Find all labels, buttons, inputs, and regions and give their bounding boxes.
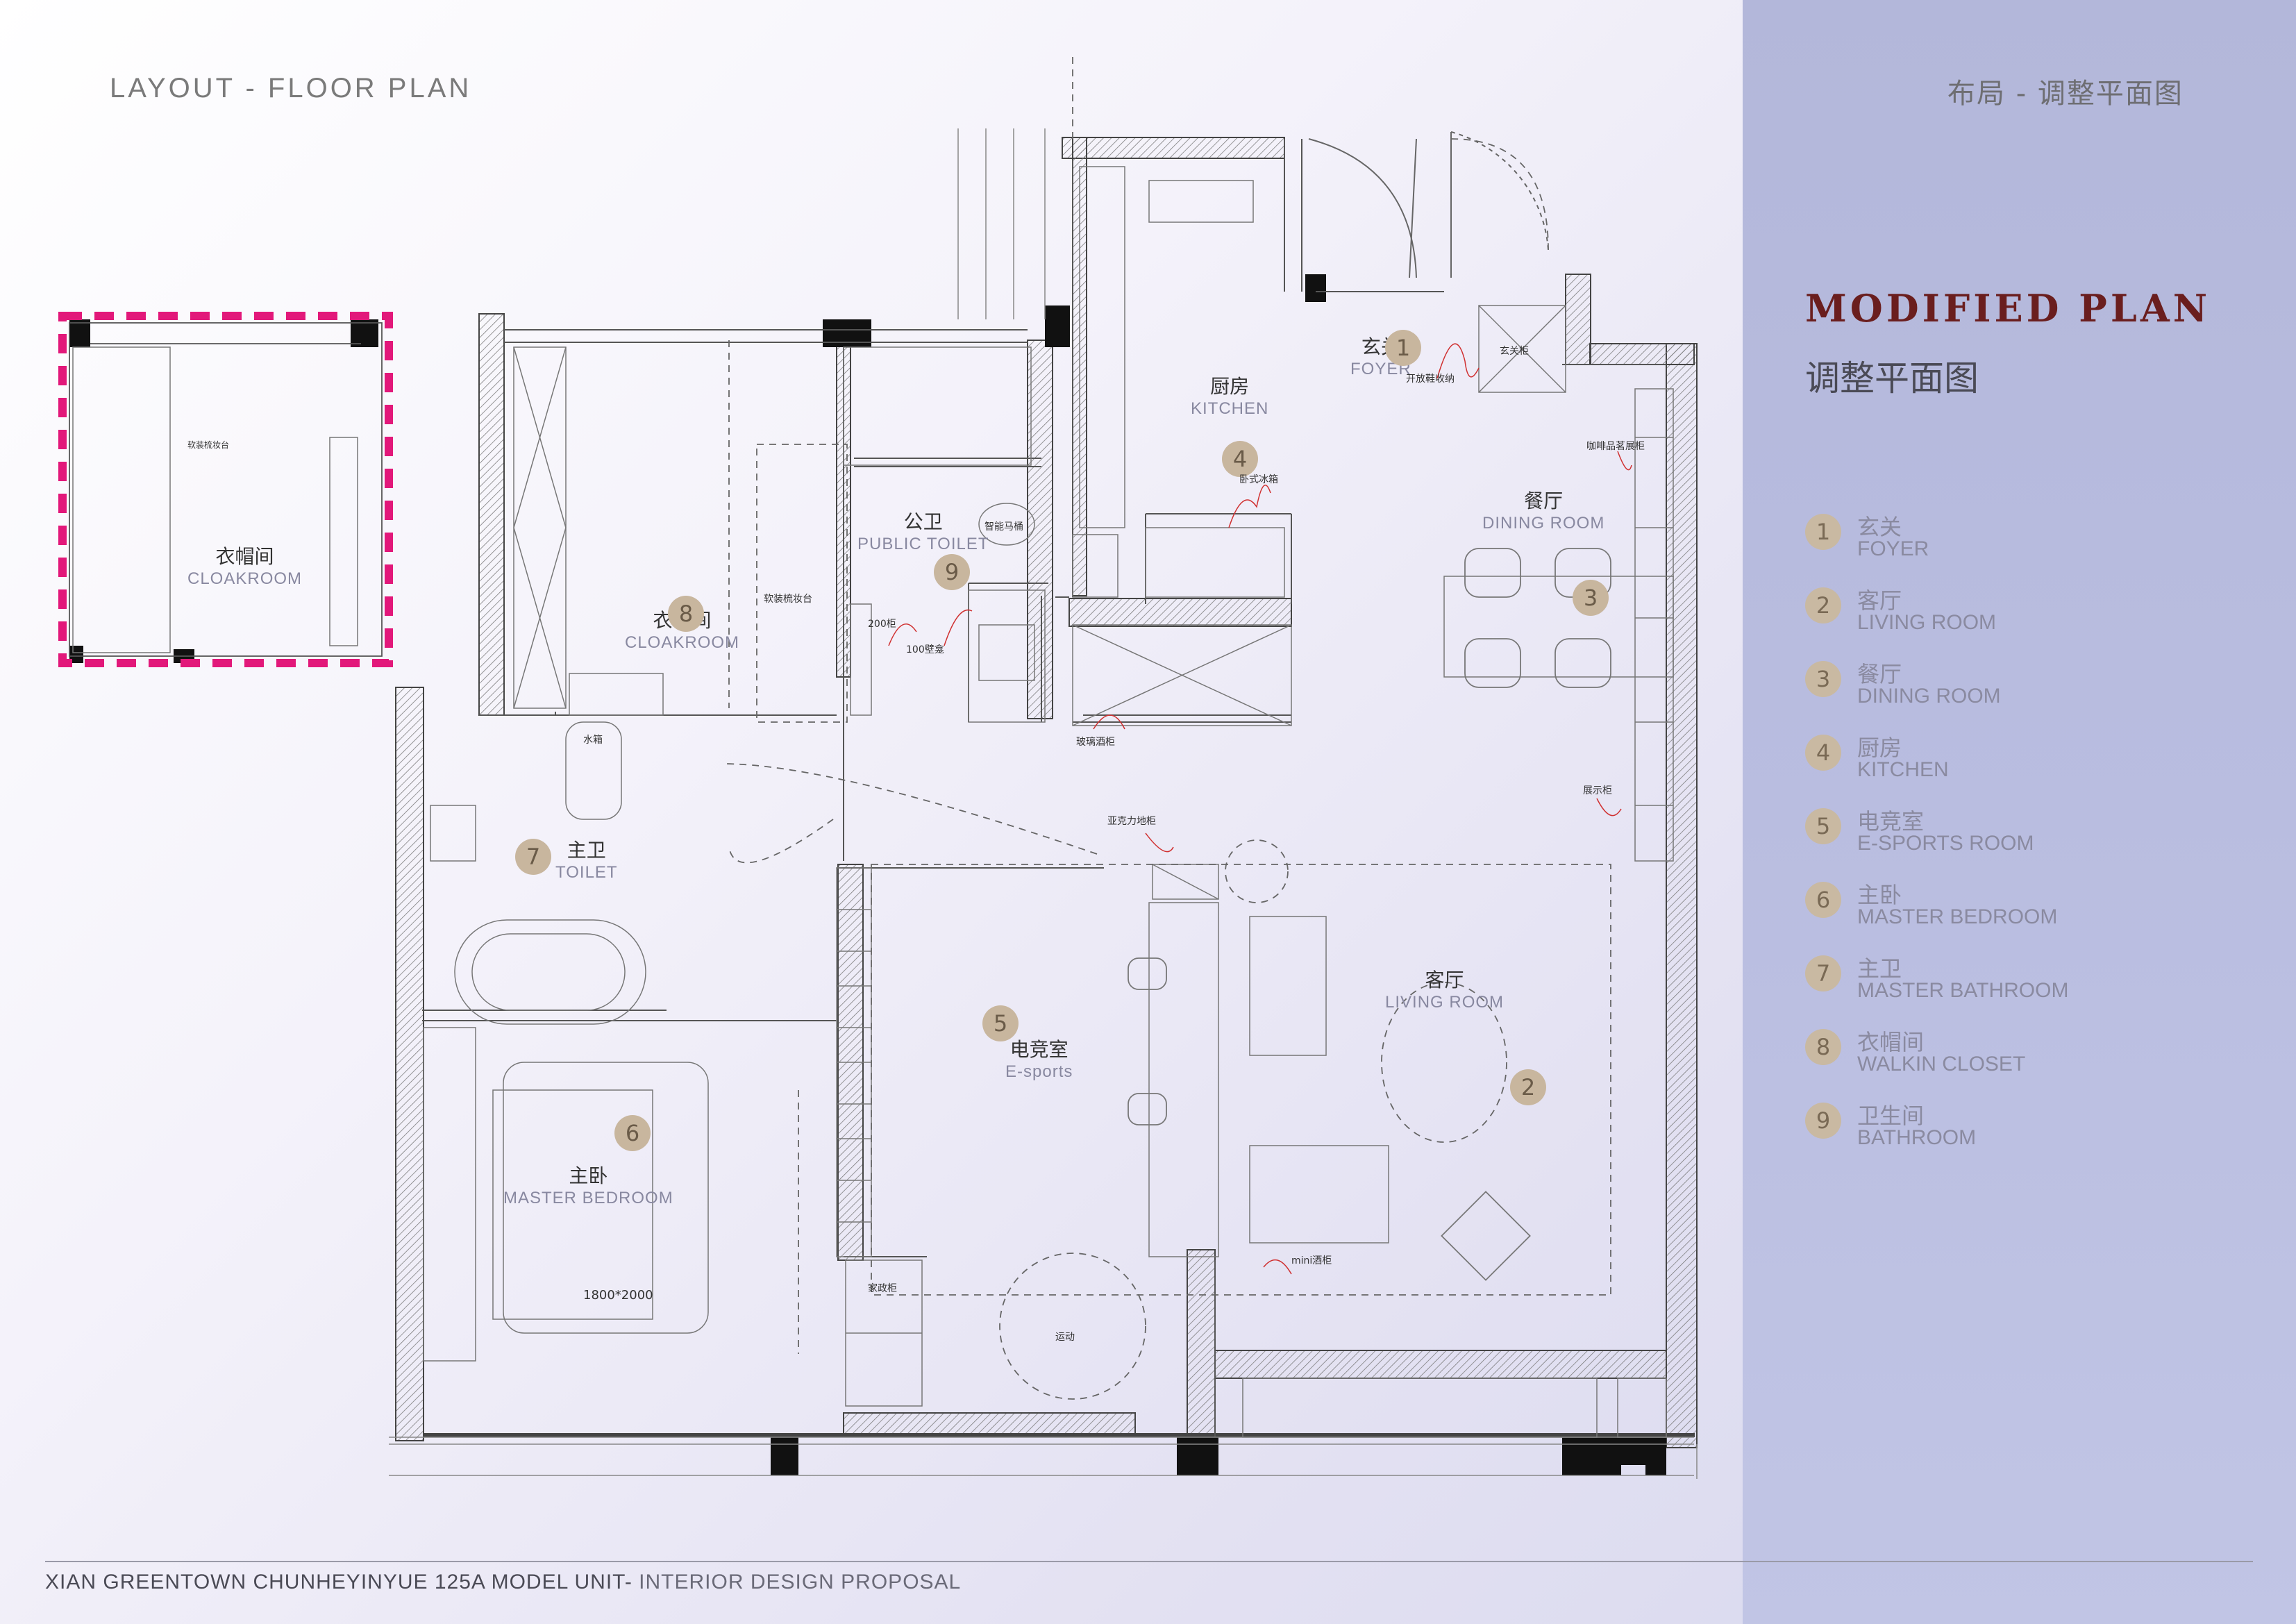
room-cn: 衣帽间 [215,545,274,568]
room-cn: 主卧 [569,1164,608,1187]
legend-en: WALKIN CLOSET [1857,1053,2026,1075]
legend-number: 7 [1805,955,1841,991]
room-label-kitchen: 厨房 KITCHEN [1191,371,1268,419]
room-label-inset-cloakroom: 衣帽间 CLOAKROOM [187,542,302,589]
room-badge-1: 1 [1385,330,1421,366]
room-en: CLOAKROOM [187,569,303,588]
note-sport: 运动 [1055,1332,1075,1343]
legend-number: 1 [1805,514,1841,550]
room-en: CLOAKROOM [625,633,740,652]
note-soft-dresser: 软装梳妆台 [764,594,812,605]
room-en: LIVING ROOM [1385,993,1505,1012]
legend-en: BATHROOM [1857,1126,1977,1149]
legend-en: LIVING ROOM [1857,611,1997,634]
note-niche-100: 100壁龛 [906,644,944,655]
room-badge-9: 9 [934,554,970,590]
room-en: KITCHEN [1191,399,1269,418]
note-mini-bar: mini酒柜 [1291,1255,1332,1266]
footer-divider [45,1561,2253,1562]
room-badge-7: 7 [515,839,551,875]
legend-number: 3 [1805,661,1841,697]
note-fridge: 卧式冰箱 [1239,474,1278,485]
legend-en: MASTER BATHROOM [1857,979,2069,1002]
legend-number: 9 [1805,1103,1841,1139]
room-label-living: 客厅 LIVING ROOM [1385,965,1504,1012]
room-en: DINING ROOM [1482,514,1605,533]
footer-text: XIAN GREENTOWN CHUNHEYINYUE 125A MODEL U… [45,1571,961,1594]
room-label-master-bedroom: 主卧 MASTER BEDROOM [503,1161,673,1208]
room-cn: 主卫 [567,839,606,862]
note-inset: 软装梳妆台 [187,440,230,450]
footer-main: XIAN GREENTOWN CHUNHEYINYUE 125A MODEL U… [45,1571,632,1593]
legend-en: FOYER [1857,537,1929,560]
legend-cn: 餐厅 [1857,661,1902,687]
structural-columns [69,274,1666,1475]
room-badge-8: 8 [668,596,704,632]
room-cn: 电竞室 [1009,1038,1069,1061]
exterior-walls [395,137,1698,1459]
room-cn: 厨房 [1210,375,1250,398]
note-shoe-cabinet: 开放鞋收纳 [1406,374,1455,385]
room-label-public-toilet: 公卫 PUBLIC TOILET [857,507,989,554]
room-badge-3: 3 [1573,580,1609,616]
room-label-master-toilet: 主卫 TOILET [555,835,618,882]
legend-en: MASTER BEDROOM [1857,905,2058,928]
legend-number: 8 [1805,1029,1841,1065]
modified-plan-subtitle: 调整平面图 [1805,358,1979,399]
note-niche-200: 200柜 [868,619,896,630]
room-badge-2: 2 [1510,1069,1546,1105]
modified-plan-title: MODIFIED PLAN [1805,286,2211,330]
note-wine: 玻璃酒柜 [1076,737,1115,748]
inset-highlight-frame [58,312,393,667]
note-acrylic: 亚克力地柜 [1107,816,1156,827]
legend-en: KITCHEN [1857,758,1949,781]
room-label-esports: 电竞室 E-sports [1005,1035,1073,1082]
note-foyer-cabinet: 玄关柜 [1500,346,1529,357]
room-label-dining: 餐厅 DINING ROOM [1482,486,1604,533]
legend-cn: 主卫 [1857,955,1902,982]
note-water-tank: 水箱 [583,735,603,746]
legend-cn: 主卧 [1857,882,1902,908]
room-en: E-sports [1005,1062,1073,1081]
room-badge-6: 6 [614,1115,651,1151]
room-cn: 客厅 [1425,969,1464,991]
legend-en: E-SPORTS ROOM [1857,832,2034,855]
room-en: TOILET [555,863,618,882]
layout-header-cn: 布局 - 调整平面图 [1947,78,2184,110]
legend-cn: 玄关 [1857,514,1902,540]
legend-number: 2 [1805,587,1841,623]
footer-sub: INTERIOR DESIGN PROPOSAL [632,1571,962,1593]
legend-en: DINING ROOM [1857,685,2001,708]
note-coffee: 咖啡品茗展柜 [1586,441,1645,452]
note-display: 展示柜 [1583,785,1612,796]
room-cn: 餐厅 [1524,489,1564,512]
room-badge-4: 4 [1222,441,1258,477]
legend-cn: 衣帽间 [1857,1029,1925,1055]
layout-header: LAYOUT - FLOOR PLAN [110,73,472,103]
legend-cn: 电竞室 [1857,808,1925,835]
note-bed-size: 1800*2000 [583,1288,653,1303]
room-en: PUBLIC TOILET [857,535,989,553]
legend-cn: 厨房 [1857,735,1902,761]
note-smart-toilet: 智能马桶 [984,521,1023,533]
room-cn: 公卫 [903,510,943,533]
legend-number: 5 [1805,808,1841,844]
legend-number: 6 [1805,882,1841,918]
room-en: MASTER BEDROOM [503,1189,673,1207]
room-badge-5: 5 [982,1005,1019,1041]
legend-number: 4 [1805,735,1841,771]
note-home-cabinet: 家政柜 [868,1283,897,1294]
legend-cn: 卫生间 [1857,1103,1925,1129]
legend-cn: 客厅 [1857,587,1902,614]
